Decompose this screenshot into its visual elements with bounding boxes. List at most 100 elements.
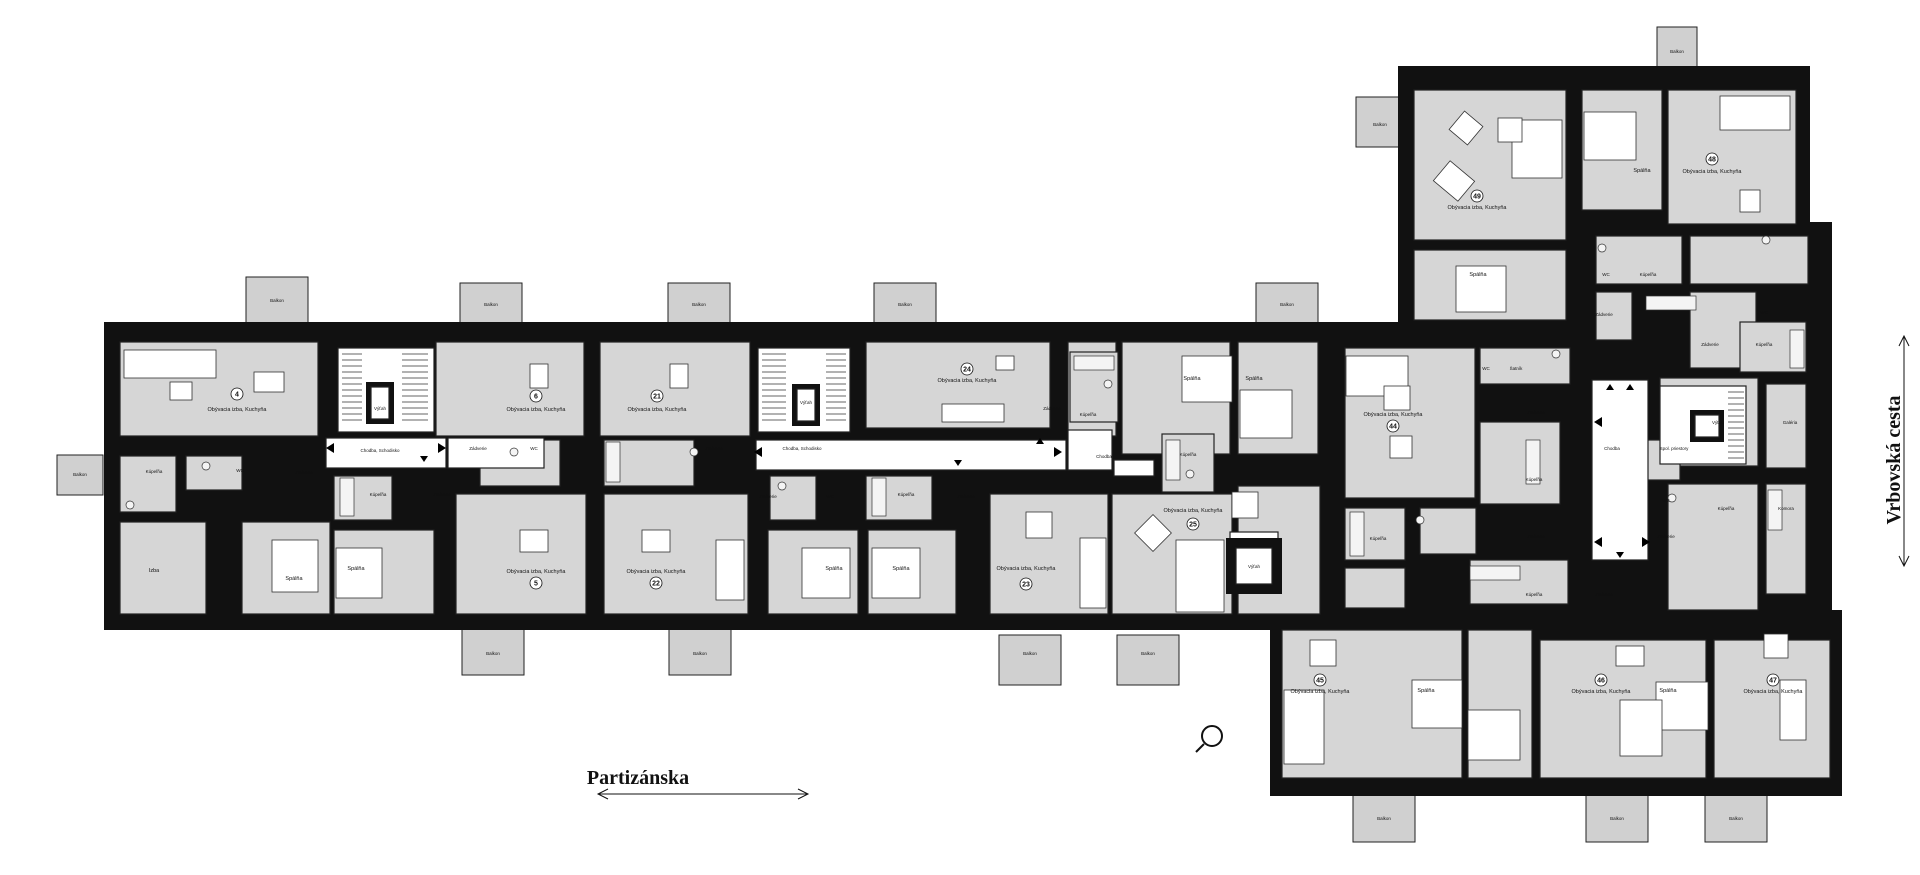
arrow-marker — [1594, 537, 1602, 547]
sofa — [1283, 689, 1325, 765]
street-label-partizanska: Partizánska — [587, 767, 689, 789]
toilet — [1103, 379, 1113, 389]
balcony-label: Balkon — [1141, 651, 1155, 656]
room-label-hall: Zádverie — [433, 492, 451, 497]
arrow-marker — [1036, 438, 1044, 444]
armchair — [995, 355, 1015, 371]
dining-table — [1615, 645, 1645, 667]
stair-treads — [762, 353, 786, 421]
bathtub — [1469, 565, 1521, 581]
room-label-hall: Zádverie — [1527, 410, 1545, 415]
apartment-badge — [1766, 673, 1780, 687]
apartment-badge — [960, 362, 974, 376]
bed — [1239, 389, 1293, 439]
balcony — [461, 624, 525, 676]
apartment-number: 44 — [1389, 424, 1397, 431]
toilet — [1761, 235, 1771, 245]
room-label-lift: Výťah — [374, 406, 386, 411]
dining-table — [519, 529, 549, 553]
apartment-number: 25 — [1189, 522, 1197, 529]
balcony-label: Balkon — [1729, 816, 1743, 821]
toilet — [125, 500, 135, 510]
room-label-bedroom: Spálňa — [1469, 272, 1487, 278]
dining-table — [1389, 435, 1413, 459]
compass-icon — [1195, 725, 1223, 753]
room — [435, 341, 585, 437]
room — [1765, 383, 1807, 469]
room-label-hall: Zádverie — [295, 470, 313, 475]
balcony-labels: Balkon Balkon Balkon Balkon Balkon Balko… — [73, 49, 1743, 821]
room-label-living: Obývacia izba, Kuchyňa — [1290, 689, 1350, 695]
apartment-number: 49 — [1473, 194, 1481, 201]
apartment-number: 22 — [652, 581, 660, 588]
dining-table — [253, 371, 285, 393]
room-label-bedroom: Spálňa — [285, 576, 303, 582]
toilet — [1185, 469, 1195, 479]
dining-table — [1383, 385, 1411, 411]
room-label-living: Obývacia izba, Kuchyňa — [1363, 412, 1423, 418]
bathtub — [1165, 439, 1181, 481]
room-label-bathroom: Kúpeľňa — [370, 492, 387, 497]
room-label-lift: Výťah — [800, 400, 812, 405]
room-label-hall: Zádverie — [1043, 406, 1061, 411]
room-label-bedroom: Spálňa — [1245, 376, 1263, 382]
armchair — [529, 363, 549, 389]
arrowhead-down — [1898, 555, 1910, 568]
room-label-corridor: Chodba — [1096, 454, 1112, 459]
stair-treads — [1728, 391, 1744, 459]
balcony — [1355, 96, 1405, 148]
arrow-marker — [754, 447, 762, 457]
room — [1344, 567, 1406, 609]
sofa — [1719, 95, 1791, 131]
bed — [271, 539, 319, 593]
room-label-hall: Zádverie — [957, 494, 975, 499]
bed — [871, 547, 921, 599]
balcony — [998, 634, 1062, 686]
bed — [1411, 679, 1463, 729]
balcony-label: Balkon — [692, 302, 706, 307]
room-label-hall: Zádverie — [469, 446, 487, 451]
balcony-label: Balkon — [1023, 651, 1037, 656]
bathtub — [605, 441, 621, 483]
room-label-common: Spol. priestory — [1660, 446, 1690, 451]
room-label-bathroom: Kúpeľňa — [1640, 272, 1657, 277]
apartment-number: 46 — [1597, 678, 1605, 685]
dining-table — [1309, 639, 1337, 667]
balcony-label: Balkon — [484, 302, 498, 307]
room-label-bathroom: Kúpeľňa — [1718, 506, 1735, 511]
corridor — [447, 437, 545, 469]
dining-table — [641, 529, 671, 553]
room-label-wc: WC — [1760, 310, 1768, 315]
room — [1595, 291, 1633, 341]
corridor — [1113, 459, 1155, 477]
arrow-marker — [1616, 552, 1624, 558]
lift-car — [796, 388, 816, 422]
bathtub — [1525, 439, 1541, 485]
room-label-bathroom: Kúpeľňa — [1526, 477, 1543, 482]
dining-table — [1025, 511, 1053, 539]
apartment-badge — [529, 389, 543, 403]
apartment-badge — [1019, 577, 1033, 591]
lift-car — [370, 386, 390, 420]
balcony-label: Balkon — [486, 651, 500, 656]
balcony — [667, 282, 731, 328]
furniture — [123, 95, 1807, 765]
arrowhead-up — [1898, 334, 1910, 347]
dining-table — [1739, 189, 1761, 213]
street-label-vrbovska: Vrbovská cesta — [1883, 395, 1905, 524]
room-label-wc: WC — [1406, 518, 1414, 523]
bathtub — [1073, 355, 1115, 371]
room-label-bedroom: Spálňa — [347, 566, 365, 572]
dining-table — [1497, 117, 1523, 143]
apartment-badge — [1386, 419, 1400, 433]
room-label-living: Obývacia izba, Kuchyňa — [996, 566, 1056, 572]
bathtub — [1767, 489, 1783, 531]
room-label-chamber: Komora — [1778, 506, 1794, 511]
room-label-corridor-stairs: Chodba, Schodisko — [360, 448, 400, 453]
arrow-marker — [438, 443, 446, 453]
apartment-badge — [1705, 152, 1719, 166]
apartment-number: 21 — [653, 394, 661, 401]
stair-treads — [402, 353, 428, 421]
room-label-bathroom: Kúpeľňa — [1756, 342, 1773, 347]
